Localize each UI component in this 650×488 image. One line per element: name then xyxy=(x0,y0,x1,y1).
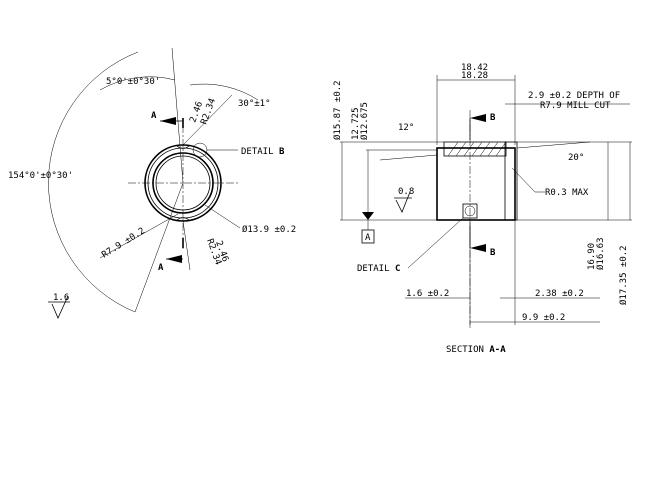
right-flange xyxy=(504,141,518,221)
dim-16-label: 1.6 ±0.2 xyxy=(406,289,449,299)
arc-5-deg xyxy=(99,76,176,91)
angle-right-label: 30°±1° xyxy=(238,99,271,109)
angle-12-line xyxy=(379,154,438,161)
radial-line-bottom-2 xyxy=(182,220,191,271)
finish-16-symbol xyxy=(51,295,69,319)
detail-c-slot xyxy=(462,203,478,219)
bore-ring-inner xyxy=(155,155,211,211)
dia-1587-label: Ø15.87 ±0.2 xyxy=(332,80,343,140)
split-notch-top xyxy=(175,144,191,149)
detail-c-text: DETAIL C xyxy=(357,264,400,274)
outer-ring-inner-edge xyxy=(147,147,219,219)
b-bottom-letter: B xyxy=(490,248,496,258)
bore-ring xyxy=(152,152,214,214)
top-wall xyxy=(443,141,507,157)
b-top-letter: B xyxy=(490,113,496,123)
dim-1828-label: 18.28 xyxy=(461,71,488,81)
dia-1735-label: Ø17.35 ±0.2 xyxy=(618,245,629,305)
section-letter-bottom: A xyxy=(158,263,164,273)
split-notch-bottom xyxy=(175,217,191,222)
datum-a-label: A xyxy=(365,233,371,243)
top-wall-hatch xyxy=(447,141,507,157)
front-view: 5°0'±0°30' 30°±1° 154°0'±0°30' 2.46 R2.3… xyxy=(8,47,296,319)
angle-12-label: 12° xyxy=(398,123,414,133)
detail-c-circle xyxy=(464,205,476,217)
detail-c-leader xyxy=(407,217,464,269)
angle-top-label: 5°0'±0°30' xyxy=(106,77,160,87)
datum-a-triangle xyxy=(362,212,374,220)
finish-16-label: 1.6 xyxy=(53,293,69,303)
angle-left-label: 154°0'±0°30' xyxy=(8,171,73,181)
dim-1690-label: 16.90 xyxy=(587,243,597,270)
dim-99-label: 9.9 ±0.2 xyxy=(522,313,565,323)
r79-leader xyxy=(99,213,179,259)
arc-154-deg xyxy=(48,51,139,313)
diameter-139-label: Ø13.9 ±0.2 xyxy=(242,224,296,235)
section-view: 18.42 18.28 2.9 ±0.2 DEPTH OF R7.9 MILL … xyxy=(332,63,632,355)
angle-20-line xyxy=(516,141,591,149)
section-title: SECTION A-A xyxy=(446,345,506,355)
radial-line-bottom xyxy=(134,182,184,313)
angle-20-label: 20° xyxy=(568,153,584,163)
depth-line2-label: R7.9 MILL CUT xyxy=(540,101,611,111)
finish-08-label: 0.8 xyxy=(398,187,414,197)
dim-12725-label: 12.725 xyxy=(351,107,361,140)
dia-12675-label: Ø12.675 xyxy=(359,102,370,140)
b-top-arrow xyxy=(470,114,486,122)
finish-08-symbol xyxy=(395,191,411,213)
section-letter-top: A xyxy=(151,111,157,121)
b-bottom-arrow xyxy=(470,244,486,252)
r03-leader xyxy=(511,167,536,193)
dim-1842-label: 18.42 xyxy=(461,63,488,73)
detail-b-text: DETAIL B xyxy=(241,147,285,157)
depth-line1-label: 2.9 ±0.2 DEPTH OF xyxy=(528,91,620,101)
dia-139-leader xyxy=(204,204,241,229)
dia-1663-label: Ø16.63 xyxy=(595,237,606,270)
radial-line-top xyxy=(171,47,184,184)
radial-line-right xyxy=(182,94,233,146)
dim-238-label: 2.38 ±0.2 xyxy=(535,289,584,299)
r03-label: R0.3 MAX xyxy=(545,188,589,198)
